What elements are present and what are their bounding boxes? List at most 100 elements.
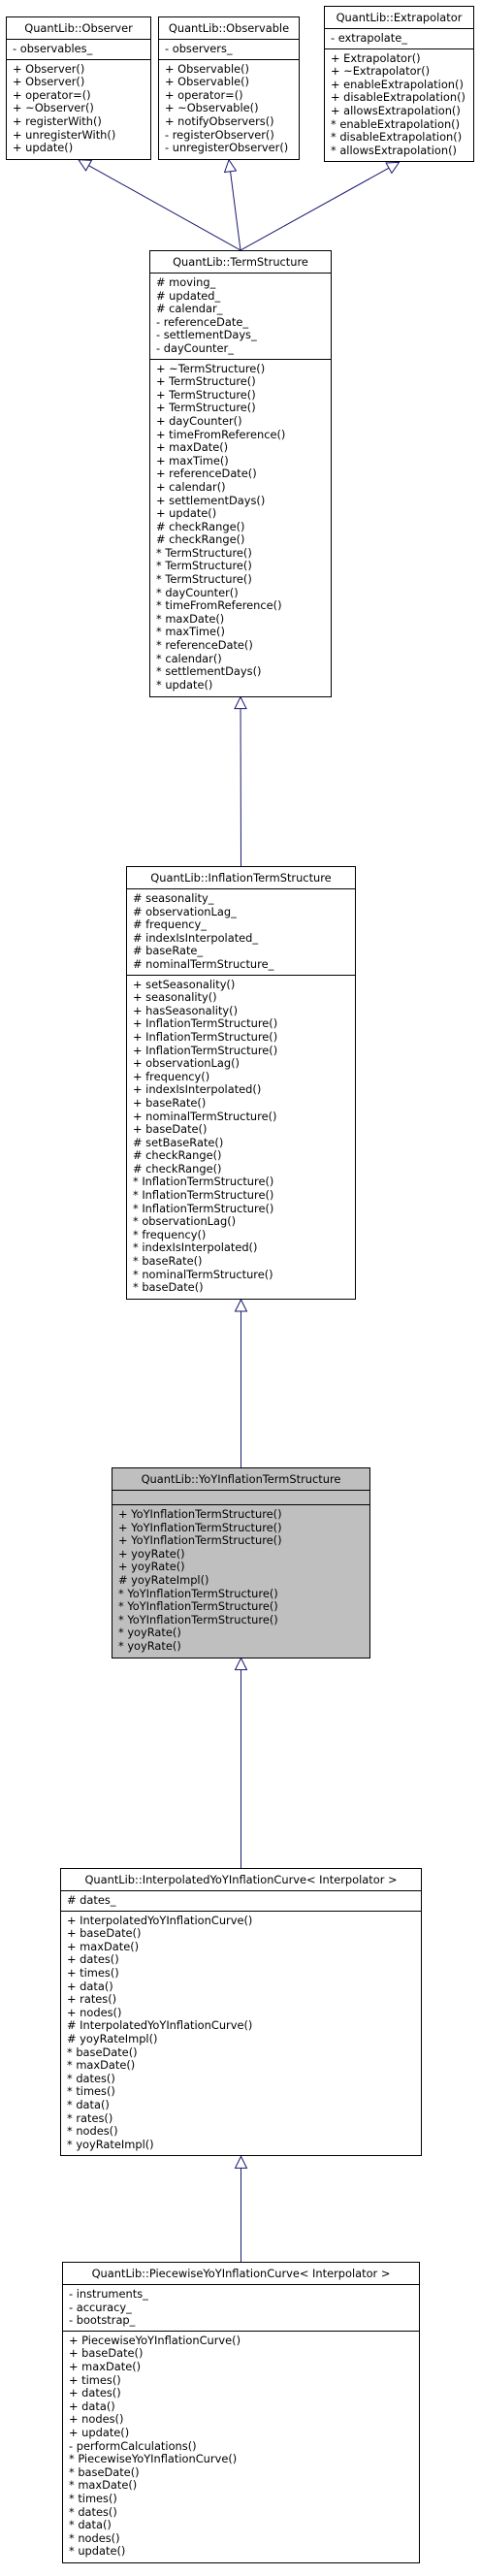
operation-item: * update() <box>156 677 213 692</box>
operation-item: * TermStructure() <box>156 559 252 573</box>
operation-item: + dates() <box>69 2386 121 2400</box>
operation-item: + nodes() <box>67 2005 122 2019</box>
operation-item: + enableExtrapolation() <box>331 77 464 91</box>
operation-item: * indexIsInterpolated() <box>133 1240 258 1255</box>
operation-item: * maxDate() <box>156 611 225 626</box>
operation-list: + YoYInflationTermStructure()+ YoYInflat… <box>112 1505 369 1657</box>
operation-item: * baseRate() <box>133 1254 203 1269</box>
class-title[interactable]: QuantLib::TermStructure <box>150 251 331 274</box>
attribute-item: - observers_ <box>165 42 233 55</box>
class-box-observer[interactable]: QuantLib::Observer- observables_+ Observ… <box>6 16 151 160</box>
operation-item: * YoYInflationTermStructure() <box>118 1599 278 1614</box>
operation-item: + timeFromReference() <box>156 427 286 441</box>
operation-item: + yoyRate() <box>118 1560 185 1574</box>
operation-item: * disableExtrapolation() <box>331 130 463 145</box>
operation-item: * InflationTermStructure() <box>133 1188 274 1203</box>
operation-item: - performCalculations() <box>69 2438 197 2453</box>
operation-item: + ~TermStructure() <box>156 361 266 375</box>
operation-item: + times() <box>67 1965 119 1980</box>
operation-item: + Observer() <box>13 75 85 89</box>
operation-item: * update() <box>69 2544 126 2559</box>
operation-item: + YoYInflationTermStructure() <box>118 1507 282 1521</box>
class-title[interactable]: QuantLib::InterpolatedYoYInflationCurve<… <box>61 1869 421 1891</box>
operation-item: * yoyRate() <box>118 1638 181 1653</box>
operation-list: + Extrapolator()+ ~Extrapolator()+ enabl… <box>325 49 473 161</box>
attribute-item: # nominalTermStructure_ <box>133 956 274 971</box>
attribute-item: - accuracy_ <box>69 2300 132 2314</box>
class-box-piecewiseyoy[interactable]: QuantLib::PiecewiseYoYInflationCurve< In… <box>62 2262 420 2563</box>
operation-item: * dates() <box>67 2071 115 2085</box>
inheritance-arrowhead-icon <box>234 695 247 710</box>
operation-item: + operator=() <box>165 87 243 102</box>
inheritance-arrowhead-icon <box>234 2155 248 2169</box>
operation-item: * frequency() <box>133 1227 207 1241</box>
operation-item: + Observer() <box>13 61 85 76</box>
inheritance-edge-termstructure-to-observable <box>230 171 241 251</box>
operation-item: + unregisterWith() <box>13 127 116 142</box>
attribute-item: # baseRate_ <box>133 944 204 958</box>
operation-item: * yoyRateImpl() <box>67 2137 154 2151</box>
operation-list: + Observer()+ Observer()+ operator=()+ ~… <box>7 60 150 158</box>
operation-item: + baseDate() <box>69 2346 144 2361</box>
attribute-item: # dates_ <box>67 1893 116 1907</box>
operation-item: * allowsExtrapolation() <box>331 143 457 157</box>
class-box-extrapolator[interactable]: QuantLib::Extrapolator- extrapolate_+ Ex… <box>324 6 474 163</box>
class-box-observable[interactable]: QuantLib::Observable- observers_+ Observ… <box>158 16 300 160</box>
operation-item: + maxTime() <box>156 453 229 467</box>
operation-item: + Observable() <box>165 61 249 76</box>
operation-item: + notifyObservers() <box>165 113 274 128</box>
operation-item: * baseDate() <box>69 2464 140 2479</box>
operation-list: + PiecewiseYoYInflationCurve()+ baseDate… <box>63 2332 419 2561</box>
operation-item: + ~Observable() <box>165 101 259 115</box>
operation-item: + settlementDays() <box>156 493 266 507</box>
class-box-interpolatedyoy[interactable]: QuantLib::InterpolatedYoYInflationCurve<… <box>60 1868 422 2157</box>
class-box-yoyinflationtermstructure[interactable]: QuantLib::YoYInflationTermStructure+ YoY… <box>112 1467 370 1658</box>
operation-item: + dates() <box>67 1952 119 1967</box>
class-title[interactable]: QuantLib::PiecewiseYoYInflationCurve< In… <box>63 2263 419 2285</box>
operation-item: + rates() <box>67 1992 117 2007</box>
class-title[interactable]: QuantLib::Extrapolator <box>325 7 473 29</box>
operation-item: + ~Extrapolator() <box>331 64 431 79</box>
operation-item: * yoyRate() <box>118 1626 181 1640</box>
class-title[interactable]: QuantLib::Observable <box>159 17 299 40</box>
operation-list: + setSeasonality()+ seasonality()+ hasSe… <box>127 976 355 1298</box>
class-title[interactable]: QuantLib::InflationTermStructure <box>127 867 355 889</box>
attribute-item: - settlementDays_ <box>156 328 257 342</box>
operation-item: + disableExtrapolation() <box>331 90 465 105</box>
operation-item: - unregisterObserver() <box>165 141 289 155</box>
operation-item: + seasonality() <box>133 990 217 1005</box>
operation-item: + hasSeasonality() <box>133 1003 239 1017</box>
operation-item: + TermStructure() <box>156 401 256 415</box>
operation-item: * observationLag() <box>133 1214 237 1229</box>
attribute-list: - instruments_- accuracy_- bootstrap_ <box>63 2285 419 2332</box>
operation-item: # checkRange() <box>156 532 245 547</box>
operation-item: + allowsExtrapolation() <box>331 103 461 117</box>
class-title[interactable]: QuantLib::YoYInflationTermStructure <box>112 1468 369 1491</box>
operation-item: # checkRange() <box>133 1148 222 1163</box>
operation-item: + InflationTermStructure() <box>133 1029 278 1044</box>
operation-list: + Observable()+ Observable()+ operator=(… <box>159 60 299 158</box>
inheritance-arrowhead-icon <box>385 161 401 175</box>
operation-item: + calendar() <box>156 479 226 494</box>
operation-item: * times() <box>69 2491 117 2505</box>
operation-item: - registerObserver() <box>165 127 274 142</box>
attribute-item: - observables_ <box>13 42 93 55</box>
operation-item: + registerWith() <box>13 113 102 128</box>
class-title[interactable]: QuantLib::Observer <box>7 17 150 40</box>
inheritance-edge-termstructure-to-observer <box>88 165 241 251</box>
operation-item: # checkRange() <box>133 1161 222 1175</box>
attribute-list <box>112 1491 369 1505</box>
operation-item: * nominalTermStructure() <box>133 1267 273 1281</box>
class-box-termstructure[interactable]: QuantLib::TermStructure# moving_# update… <box>149 250 332 697</box>
operation-item: * rates() <box>67 2110 113 2125</box>
operation-item: + operator=() <box>13 87 91 102</box>
inheritance-arrowhead-icon <box>223 158 238 174</box>
operation-list: + InterpolatedYoYInflationCurve()+ baseD… <box>61 1912 421 2155</box>
operation-item: + InflationTermStructure() <box>133 1016 278 1031</box>
operation-item: * data() <box>67 2097 110 2111</box>
operation-item: + baseDate() <box>67 1926 142 1941</box>
operation-item: + nodes() <box>69 2412 124 2427</box>
operation-item: + data() <box>67 1979 113 1993</box>
class-box-inflationtermstructure[interactable]: QuantLib::InflationTermStructure# season… <box>126 866 356 1300</box>
operation-item: * referenceDate() <box>156 638 253 653</box>
